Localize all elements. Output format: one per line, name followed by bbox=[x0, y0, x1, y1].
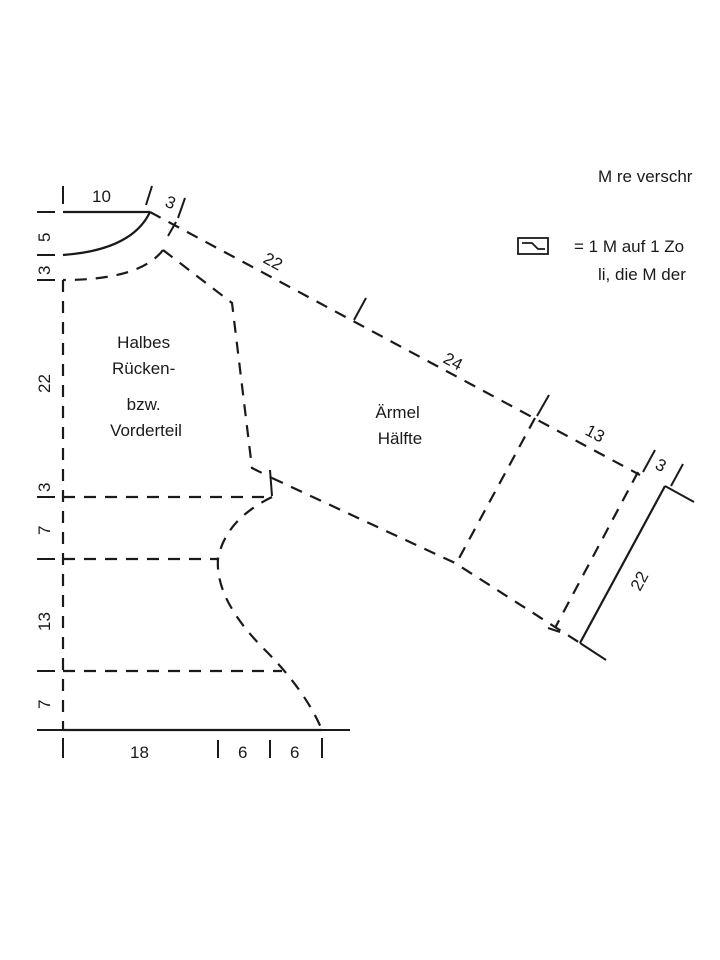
sleeve-label: Ärmel Hälfte bbox=[375, 403, 424, 448]
dim-armhole-step: 3 bbox=[35, 483, 54, 492]
sleeve-end-ext-top bbox=[664, 485, 695, 503]
tick bbox=[353, 297, 367, 321]
sleeve-piece: Ärmel Hälfte bbox=[149, 211, 695, 661]
dim-neck-depth: 5 bbox=[35, 233, 54, 242]
dim-top-width: 10 bbox=[92, 187, 111, 206]
sleeve-bottom-edge bbox=[271, 477, 581, 644]
tick bbox=[167, 221, 177, 237]
dimension-labels: 10 3 5 3 22 3 7 13 7 18 6 6 22 24 13 3 2… bbox=[35, 187, 669, 762]
dim-shoulder-drop: 3 bbox=[35, 266, 54, 275]
dim-sleeve-end-step: 3 bbox=[652, 455, 669, 476]
tick bbox=[547, 627, 561, 633]
body-piece: Halbes Rücken- bzw. Vorderteil bbox=[37, 210, 350, 732]
dim-sleeve-cuff: 13 bbox=[582, 421, 608, 447]
legend-line-1: M re verschr bbox=[598, 167, 693, 186]
dimension-ticks bbox=[37, 185, 684, 758]
dim-bottom-mid: 6 bbox=[238, 743, 247, 762]
dim-sleeve-end-width: 22 bbox=[627, 568, 653, 594]
tick bbox=[536, 394, 550, 417]
sleeve-end-edge bbox=[579, 485, 666, 644]
dim-waist-mid: 13 bbox=[35, 612, 54, 631]
tick bbox=[670, 463, 684, 487]
legend-line-3: li, die M der bbox=[598, 265, 686, 284]
sleeve-top-edge bbox=[149, 211, 641, 476]
legend-line-2: = 1 M auf 1 Zo bbox=[574, 237, 684, 256]
armhole-marker bbox=[269, 469, 273, 497]
dim-shoulder-top: 3 bbox=[163, 192, 179, 213]
inner-neck-curve bbox=[62, 249, 164, 282]
tick bbox=[145, 185, 153, 206]
neckline-curve bbox=[62, 211, 151, 257]
sleeve-cuff-divider bbox=[456, 417, 536, 563]
dim-hem-rib: 7 bbox=[35, 700, 54, 709]
dim-bottom-left: 18 bbox=[130, 743, 149, 762]
dim-body-upper: 22 bbox=[35, 374, 54, 393]
raglan-armhole-edge bbox=[162, 249, 273, 479]
body-label: Halbes Rücken- bzw. Vorderteil bbox=[110, 333, 182, 440]
decrease-symbol-icon bbox=[517, 237, 549, 255]
sleeve-inner-end bbox=[554, 471, 639, 629]
dim-raglan-upper: 22 bbox=[260, 249, 286, 275]
dim-raglan-lower: 24 bbox=[440, 349, 466, 375]
side-seam-curve bbox=[216, 496, 324, 731]
legend: M re verschr = 1 M auf 1 Zo li, die M de… bbox=[517, 167, 693, 284]
tick bbox=[642, 449, 656, 473]
sleeve-end-ext-bottom bbox=[579, 642, 607, 661]
dim-bottom-right: 6 bbox=[290, 743, 299, 762]
tick bbox=[177, 197, 186, 219]
dim-waist-upper: 7 bbox=[35, 526, 54, 535]
